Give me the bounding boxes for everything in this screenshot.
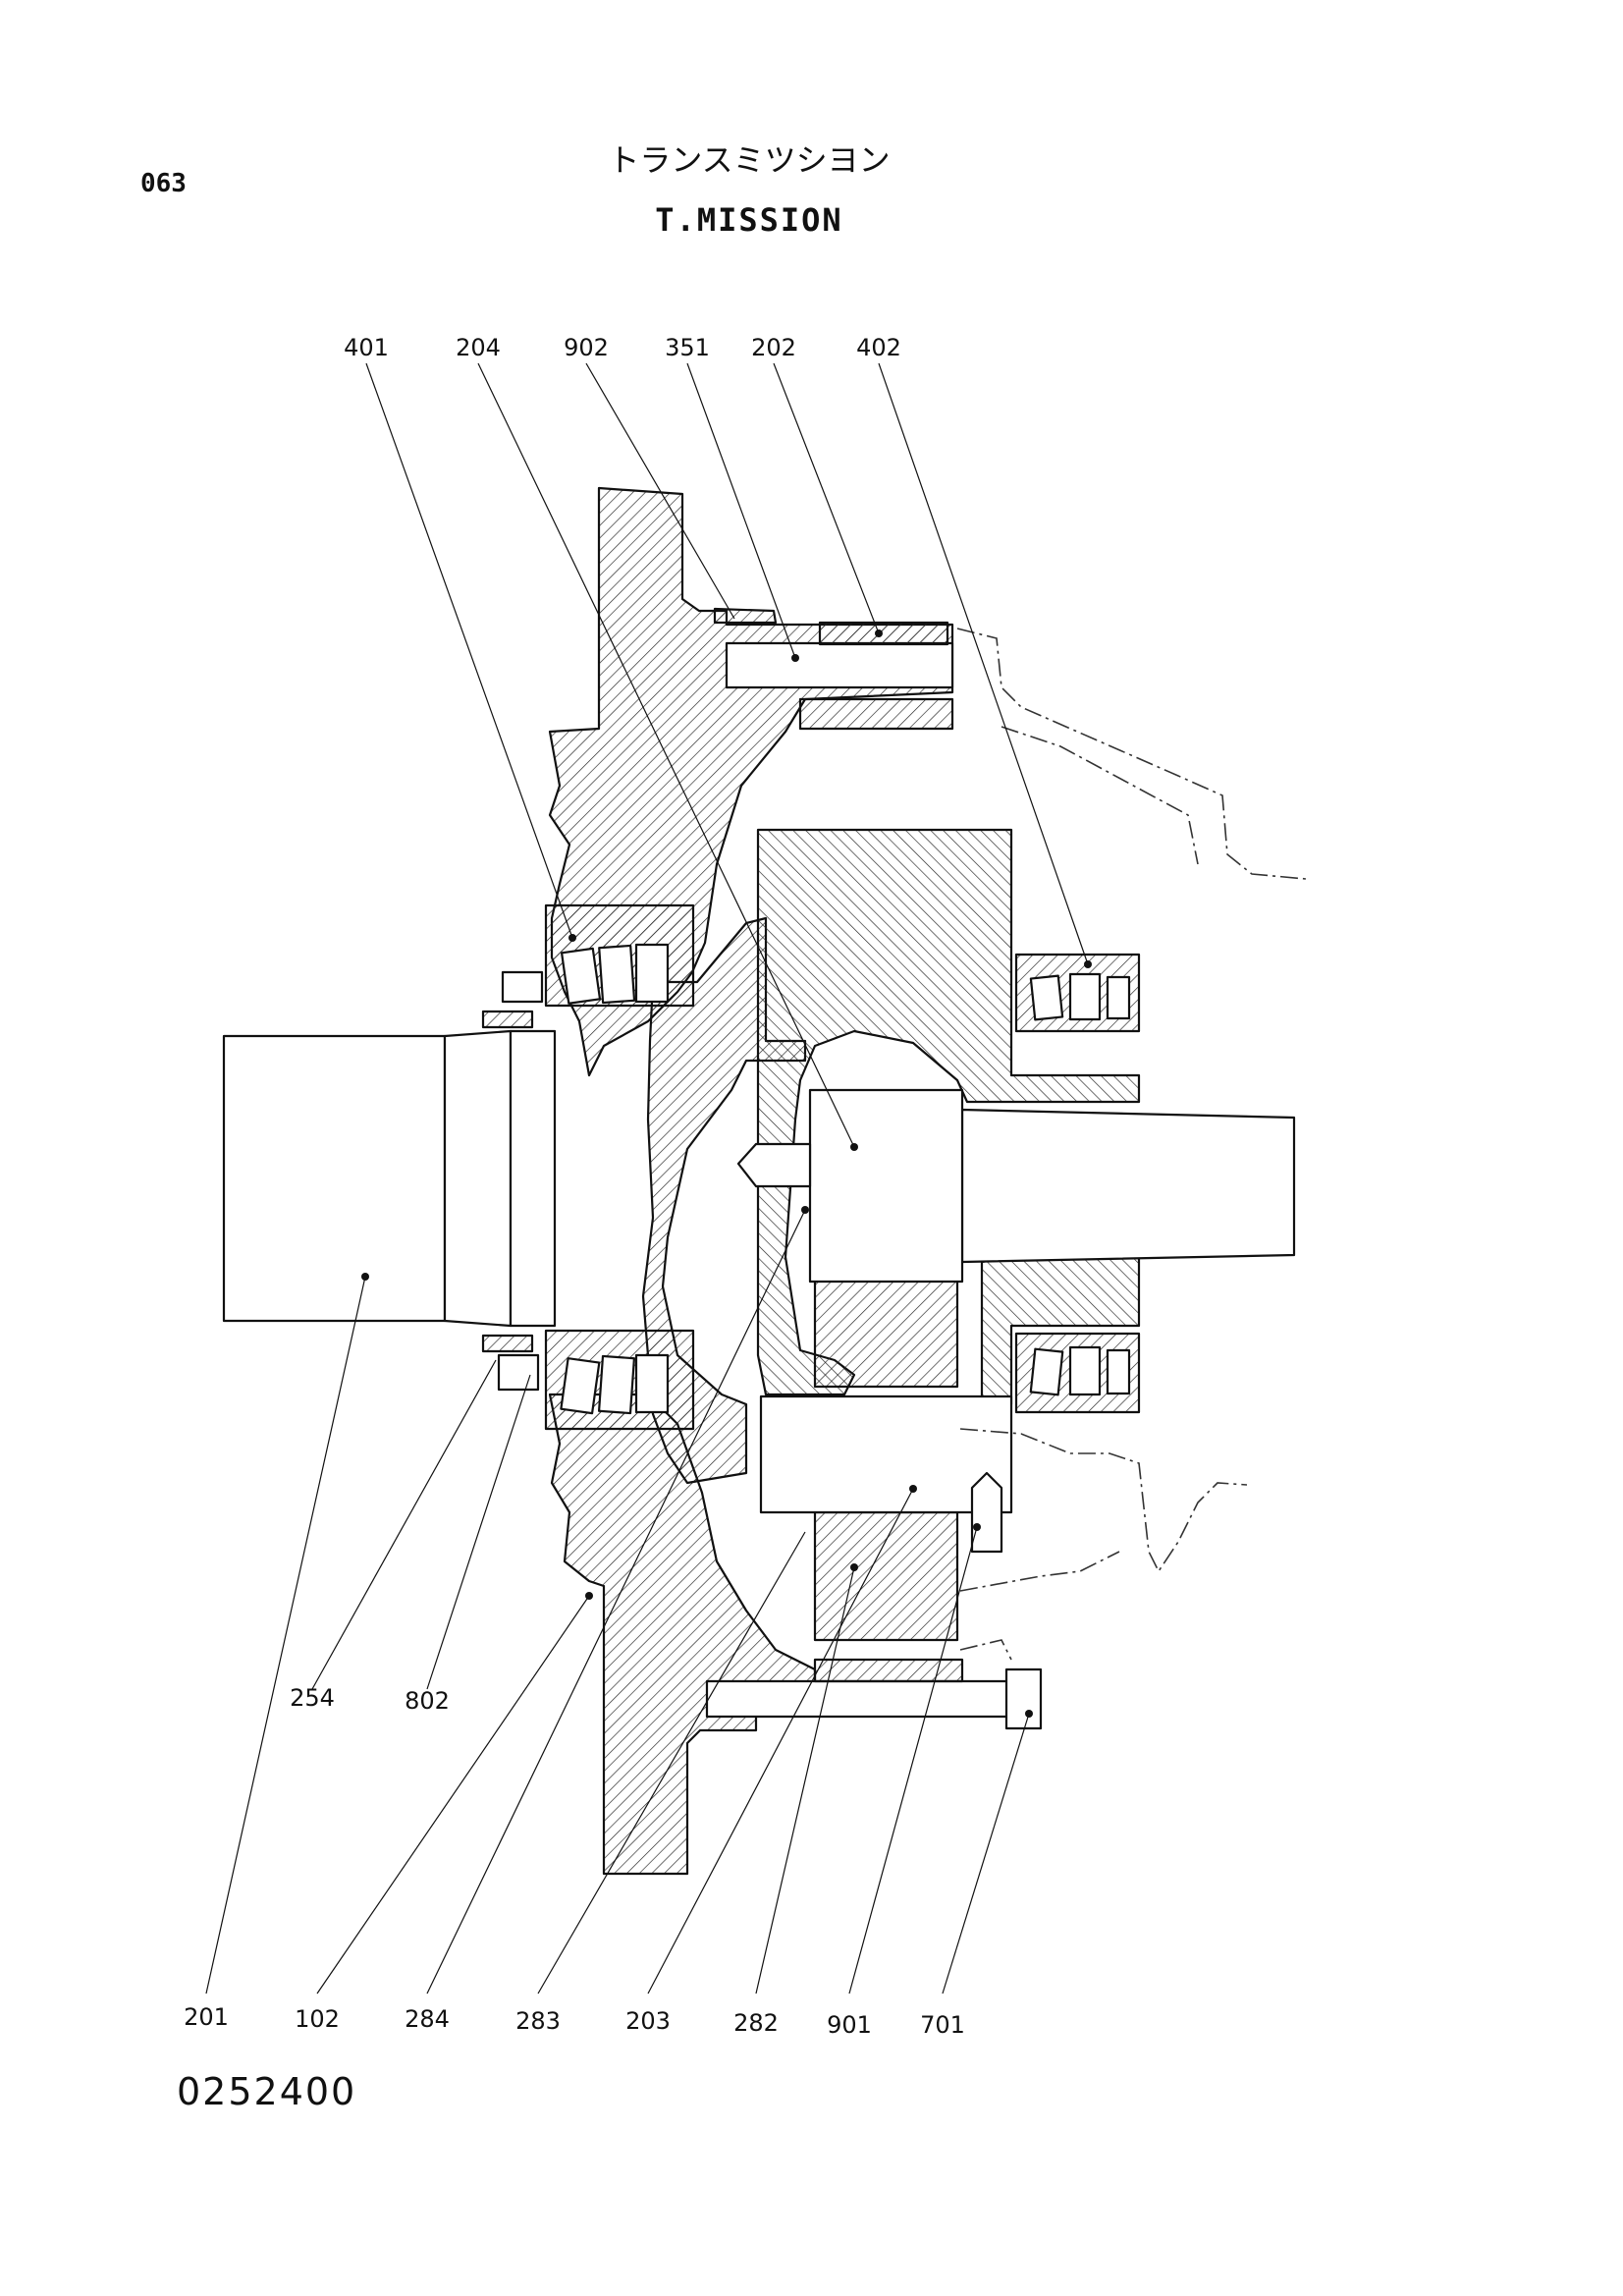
bottom-bolt-head xyxy=(1004,1667,1043,1730)
leader-dots xyxy=(361,629,1092,1718)
seal-upper-2 xyxy=(501,970,544,1004)
callout-283: 283 xyxy=(515,2007,561,2035)
input-shaft xyxy=(222,1034,447,1323)
center-pin xyxy=(736,1142,812,1188)
pin-dowel xyxy=(970,1471,1003,1554)
seal-upper xyxy=(481,1010,534,1029)
housing-lower xyxy=(548,1393,817,1876)
top-bolt xyxy=(725,641,954,689)
seal-802 xyxy=(497,1353,540,1392)
input-shaft-neck xyxy=(443,1029,513,1328)
callout-204: 204 xyxy=(456,334,501,361)
top-plate xyxy=(798,697,954,731)
callout-402: 402 xyxy=(856,334,901,361)
top-pin-902 xyxy=(713,607,778,625)
leader-lines xyxy=(205,362,1089,1995)
title-english: T.MISSION xyxy=(655,201,843,239)
title-japanese: トランスミツシヨン xyxy=(608,141,891,179)
input-shaft-collar xyxy=(509,1029,557,1328)
callout-902: 902 xyxy=(564,334,609,361)
drawing-code: 0252400 xyxy=(177,2070,357,2113)
planet-gear-center xyxy=(813,1275,959,1389)
callout-201: 201 xyxy=(184,2003,229,2031)
callout-202: 202 xyxy=(751,334,796,361)
bottom-ring xyxy=(813,1658,964,1683)
gear-carrier-upper xyxy=(756,828,1141,1396)
callout-802: 802 xyxy=(405,1687,450,1715)
bottom-bolt xyxy=(705,1679,1013,1719)
callout-282: 282 xyxy=(733,2009,779,2037)
callout-701: 701 xyxy=(920,2011,965,2039)
sun-gear-block xyxy=(808,1088,964,1284)
callout-401: 401 xyxy=(344,334,389,361)
callout-254: 254 xyxy=(290,1684,335,1712)
planet-gear-lower xyxy=(813,1510,959,1642)
phantom-outline xyxy=(956,628,1307,1661)
callout-203: 203 xyxy=(625,2007,671,2035)
callout-102: 102 xyxy=(295,2005,340,2033)
callout-284: 284 xyxy=(405,2005,450,2033)
callout-351: 351 xyxy=(665,334,710,361)
callout-901: 901 xyxy=(827,2011,872,2039)
gear-carrier-lower xyxy=(980,1255,1141,1406)
seal-254 xyxy=(481,1334,534,1353)
output-shaft xyxy=(960,1108,1296,1264)
planet-pin xyxy=(759,1394,1013,1514)
top-ring xyxy=(818,621,949,646)
page-number: 063 xyxy=(140,169,187,198)
